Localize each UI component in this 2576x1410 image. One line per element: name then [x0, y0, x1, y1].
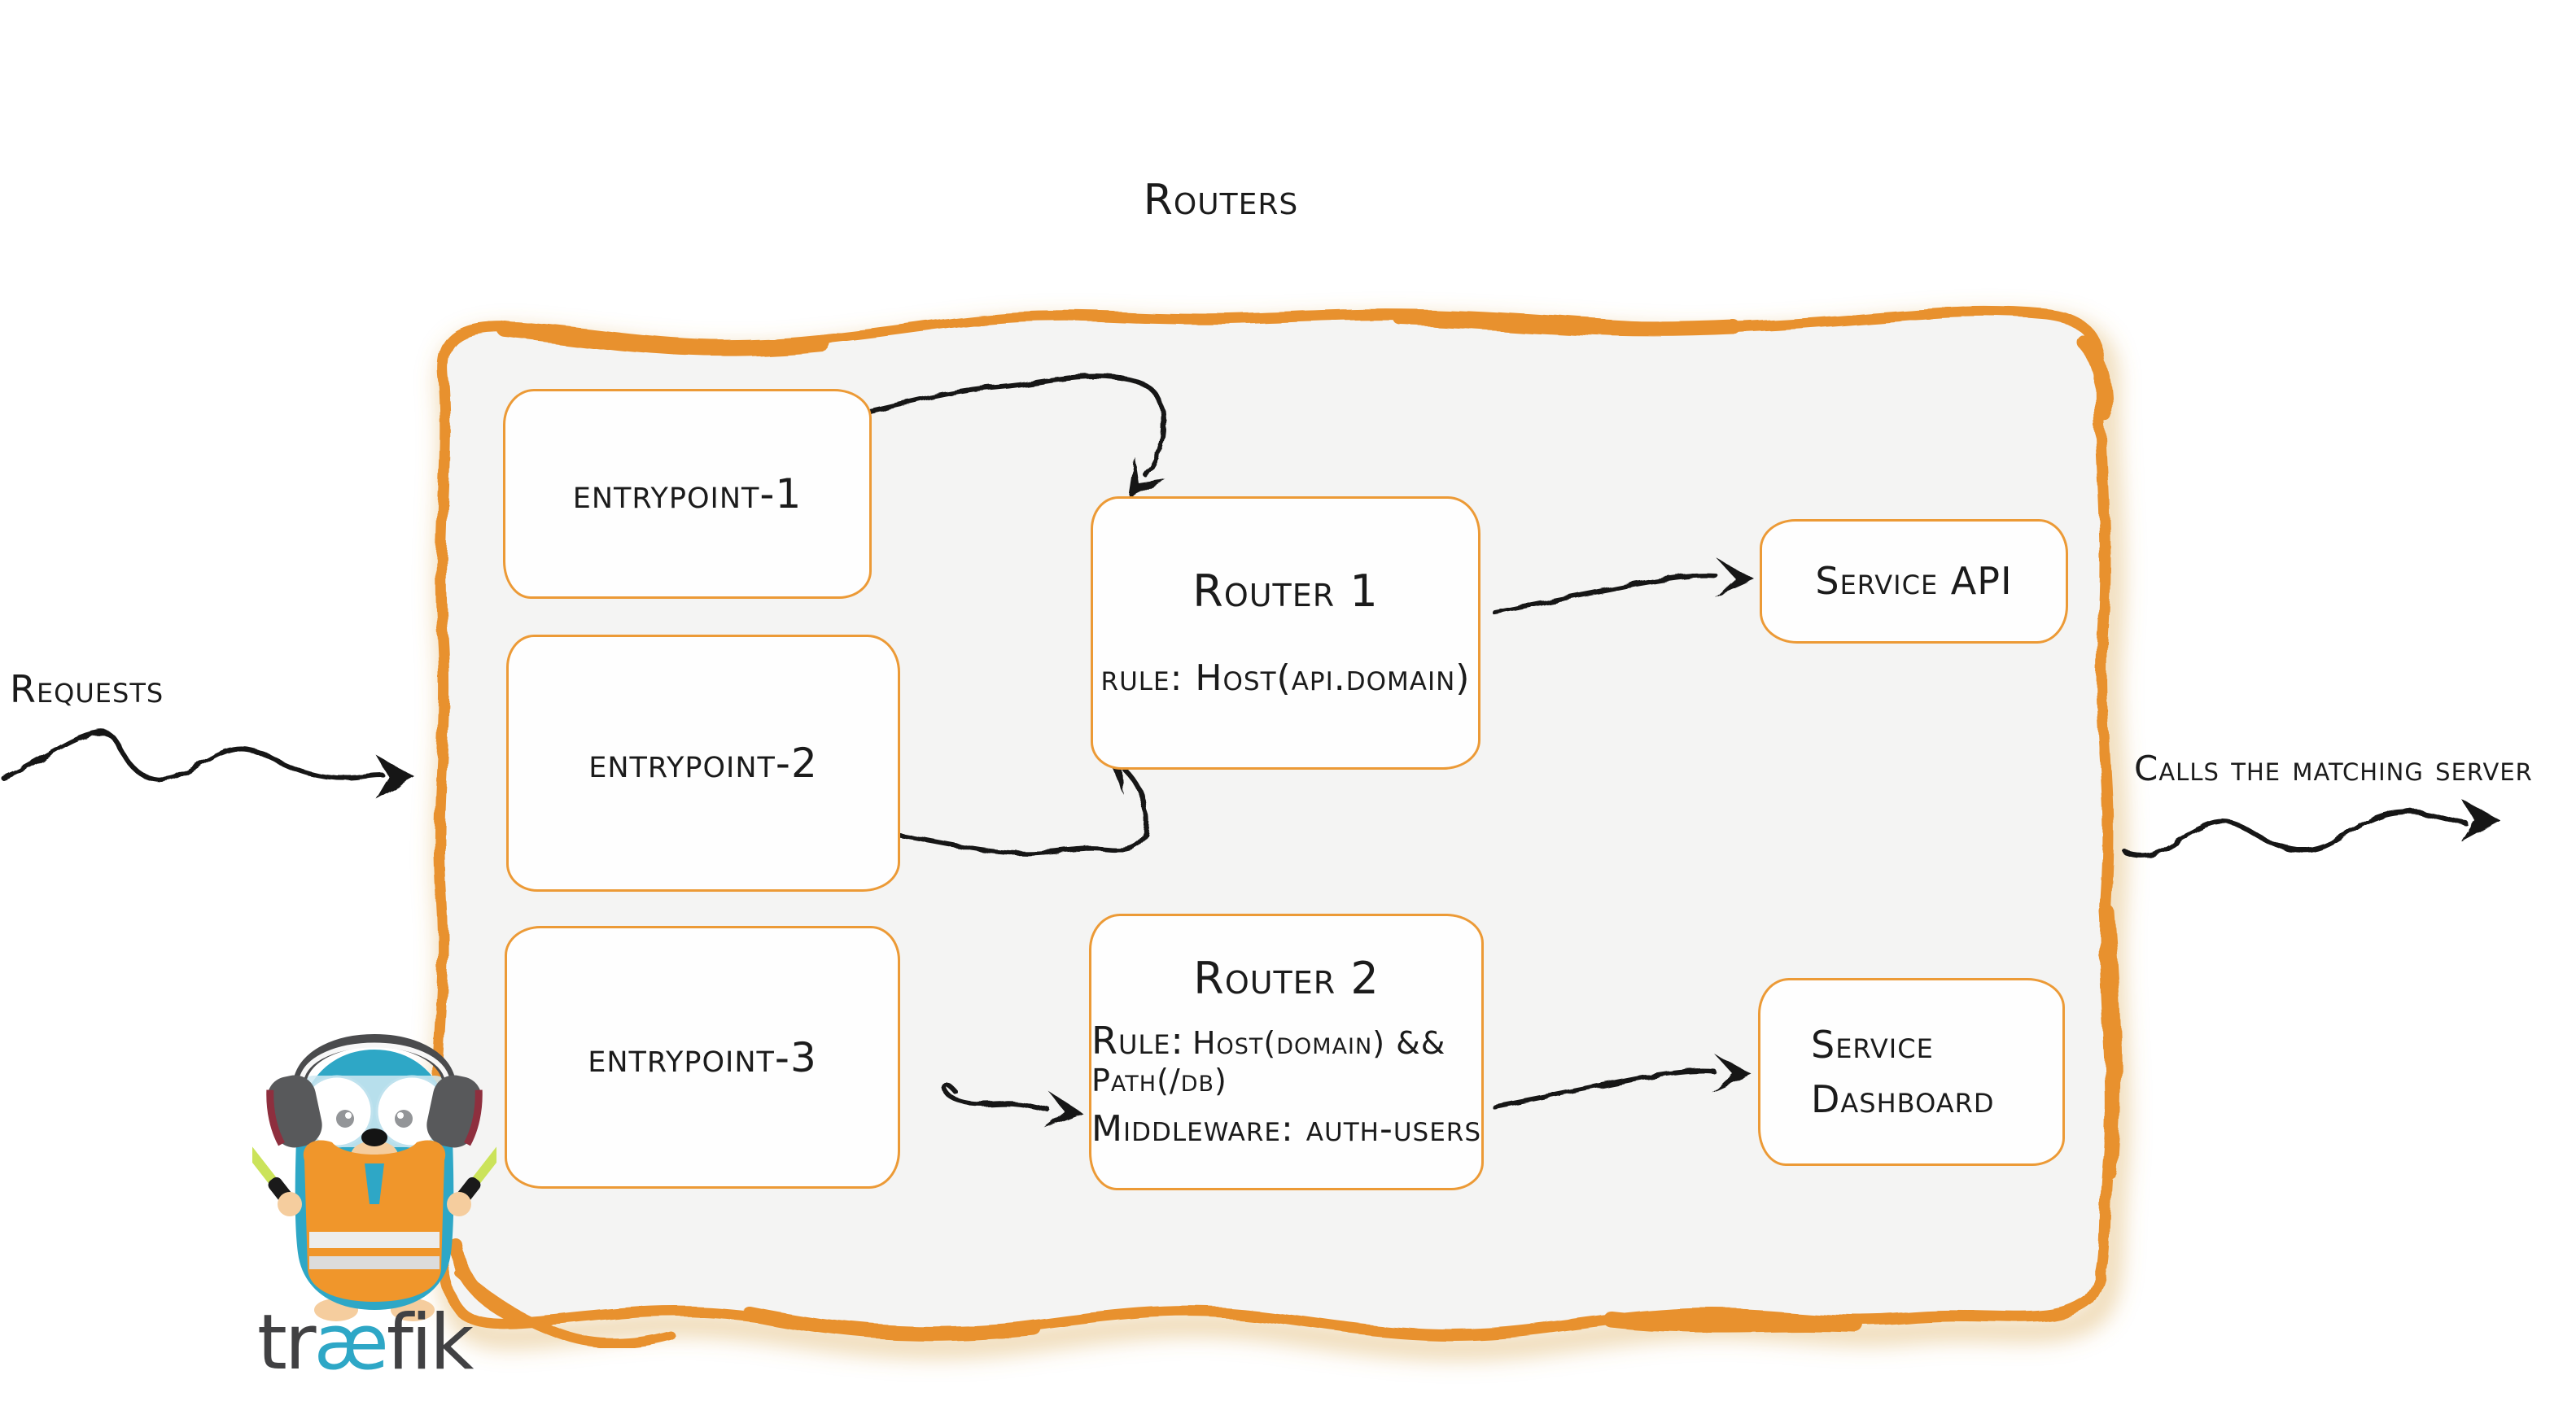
- arrow-router2-servicedashboard: [1492, 1053, 1752, 1109]
- arrow-entrypoint3-router2: [941, 1082, 1082, 1128]
- service-api-label: Service API: [1815, 559, 2013, 604]
- router-2-middleware: Middleware: auth-users: [1091, 1108, 1481, 1150]
- eye-glint-left: [345, 1112, 352, 1119]
- entrypoint-1-label: entrypoint-1: [572, 470, 803, 517]
- router-1-box: Router 1 rule: Host(api.domain): [1091, 496, 1480, 770]
- traefik-wordmark: træfik: [257, 1299, 475, 1387]
- calls-matching-server-label: Calls the matching server: [2134, 749, 2533, 788]
- wordmark-ae: æ: [313, 1299, 389, 1387]
- traefik-gopher-logo: [252, 1034, 496, 1321]
- arrow-router1-serviceapi: [1492, 558, 1755, 614]
- vest-collar-gap: [365, 1163, 384, 1204]
- requests-label: Requests: [10, 667, 164, 711]
- router-2-rule: Rule:Host(domain) && Path(/db): [1091, 1019, 1481, 1098]
- gopher-tail: [456, 1269, 676, 1349]
- router-1-title: Router 1: [1192, 565, 1379, 617]
- router-2-box: Router 2 Rule:Host(domain) && Path(/db) …: [1089, 914, 1484, 1190]
- gopher-figure: [252, 1034, 496, 1321]
- vest-stripe-top: [309, 1232, 440, 1248]
- page-title: Routers: [1143, 176, 1299, 225]
- entrypoint-1-box: entrypoint-1: [503, 389, 872, 599]
- gopher-hand-right: [447, 1192, 471, 1216]
- headphone-cup-right: [426, 1075, 483, 1148]
- eye-glint-right: [397, 1112, 404, 1119]
- wordmark-tr: tr: [257, 1299, 316, 1387]
- arrow-calls-out: [2123, 799, 2500, 858]
- wordmark-fik: fik: [386, 1299, 475, 1387]
- gopher-eye-right: [395, 1110, 413, 1128]
- router-2-rule-label: Rule:: [1091, 1019, 1184, 1063]
- arrows-group: [1, 373, 2500, 1128]
- gopher-nose: [361, 1128, 387, 1146]
- entrypoint-3-label: entrypoint-3: [588, 1033, 817, 1081]
- gopher-hand-left: [278, 1192, 302, 1216]
- service-api-box: Service API: [1760, 519, 2068, 644]
- headphones-band-highlight: [299, 1042, 450, 1083]
- vest-stripe-bottom: [309, 1256, 440, 1269]
- arrow-requests-in: [1, 729, 415, 799]
- entrypoint-2-box: entrypoint-2: [506, 635, 900, 892]
- service-dashboard-box: Service Dashboard: [1758, 978, 2065, 1166]
- headphone-cup-left: [266, 1075, 322, 1148]
- router-2-rule-value: Host(domain) && Path(/db): [1091, 1025, 1446, 1099]
- entrypoint-3-box: entrypoint-3: [505, 926, 900, 1189]
- router-2-title: Router 2: [1193, 952, 1380, 1004]
- service-dashboard-label: Service Dashboard: [1811, 1022, 1995, 1121]
- gopher-eye-left: [336, 1110, 354, 1128]
- entrypoint-2-label: entrypoint-2: [588, 740, 818, 787]
- router-1-rule: rule: Host(api.domain): [1100, 657, 1471, 700]
- arrow-entrypoint1-router1: [865, 373, 1166, 498]
